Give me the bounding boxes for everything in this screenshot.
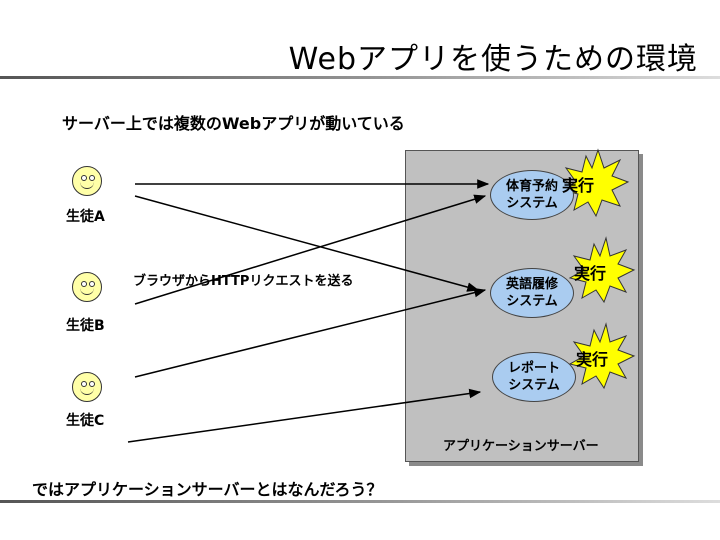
slide-title: Webアプリを使うための環境: [288, 42, 698, 77]
arrow-c-to-report-system-2: [127, 388, 482, 443]
english-course-system: 英語履修 システム: [490, 268, 574, 318]
bottom-divider: [0, 500, 720, 503]
system-type: システム: [508, 378, 560, 393]
student-c-label: 生徒C: [66, 413, 105, 429]
student-b-face-icon: [72, 272, 102, 302]
exec-burst-1: [560, 148, 630, 218]
system-name: 体育予約: [505, 179, 558, 194]
arrow-a-to-english-system: [134, 195, 480, 292]
closing-question: ではアプリケーションサーバーとはなんだろう？: [32, 480, 383, 499]
system-name: 英語履修: [505, 277, 558, 292]
student-b-label: 生徒B: [66, 318, 105, 334]
arrow-c-to-report-system: [134, 287, 487, 378]
title-divider: [0, 76, 720, 79]
student-c-face-icon: [72, 372, 102, 402]
sports-reservation-system: 体育予約 システム: [490, 170, 574, 220]
server-label: アプリケーションサーバー: [443, 439, 599, 454]
report-system: レポート システム: [492, 352, 576, 402]
exec-burst-3: [568, 322, 636, 390]
exec-label-2: 実行: [574, 264, 607, 283]
exec-label-1: 実行: [562, 176, 595, 195]
arrow-b-to-sports-system: [134, 194, 487, 305]
exec-burst-2: [568, 236, 636, 304]
system-type: システム: [506, 294, 558, 309]
student-a-face-icon: [72, 166, 102, 196]
system-name: レポート: [507, 361, 560, 376]
exec-label-3: 実行: [576, 350, 609, 369]
slide-subtitle: サーバー上では複数のWebアプリが動いている: [62, 114, 405, 133]
student-a-label: 生徒A: [66, 209, 105, 225]
system-type: システム: [506, 196, 558, 211]
http-request-label: ブラウザからHTTPリクエストを送る: [133, 274, 354, 289]
